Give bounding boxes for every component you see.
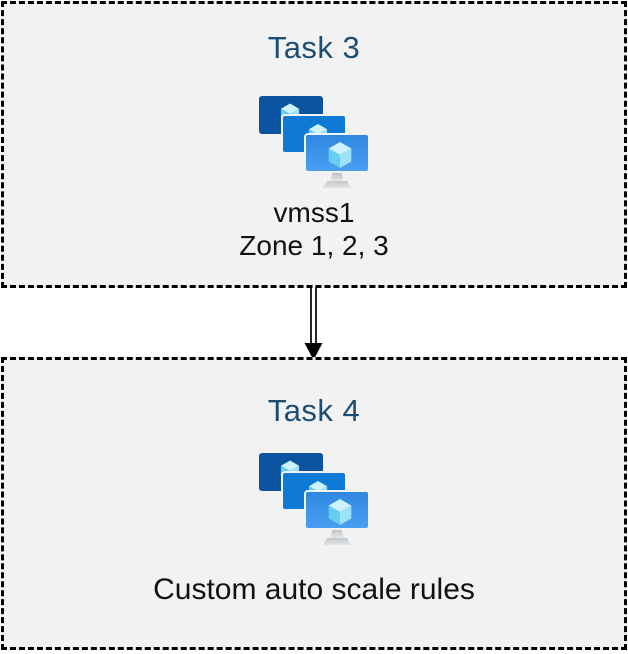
task4-title: Task 4 (267, 393, 361, 428)
task4-caption: Custom auto scale rules (153, 573, 475, 607)
down-arrow-connector (304, 287, 323, 360)
task3-caption: vmss1 Zone 1, 2, 3 (239, 196, 388, 262)
task4-box: Task 4 Custom auto scale rules (1, 357, 627, 650)
vm-scale-sets-icon (259, 453, 369, 545)
task3-title: Task 3 (267, 30, 361, 65)
zones-label: Zone 1, 2, 3 (239, 230, 389, 261)
vm-scale-sets-icon (259, 96, 369, 188)
task3-box: Task 3 vmss1 Zone 1, 2, 3 (1, 1, 627, 288)
autoscale-rules-label: Custom auto scale rules (153, 573, 475, 606)
vmss-name-label: vmss1 (273, 197, 355, 228)
